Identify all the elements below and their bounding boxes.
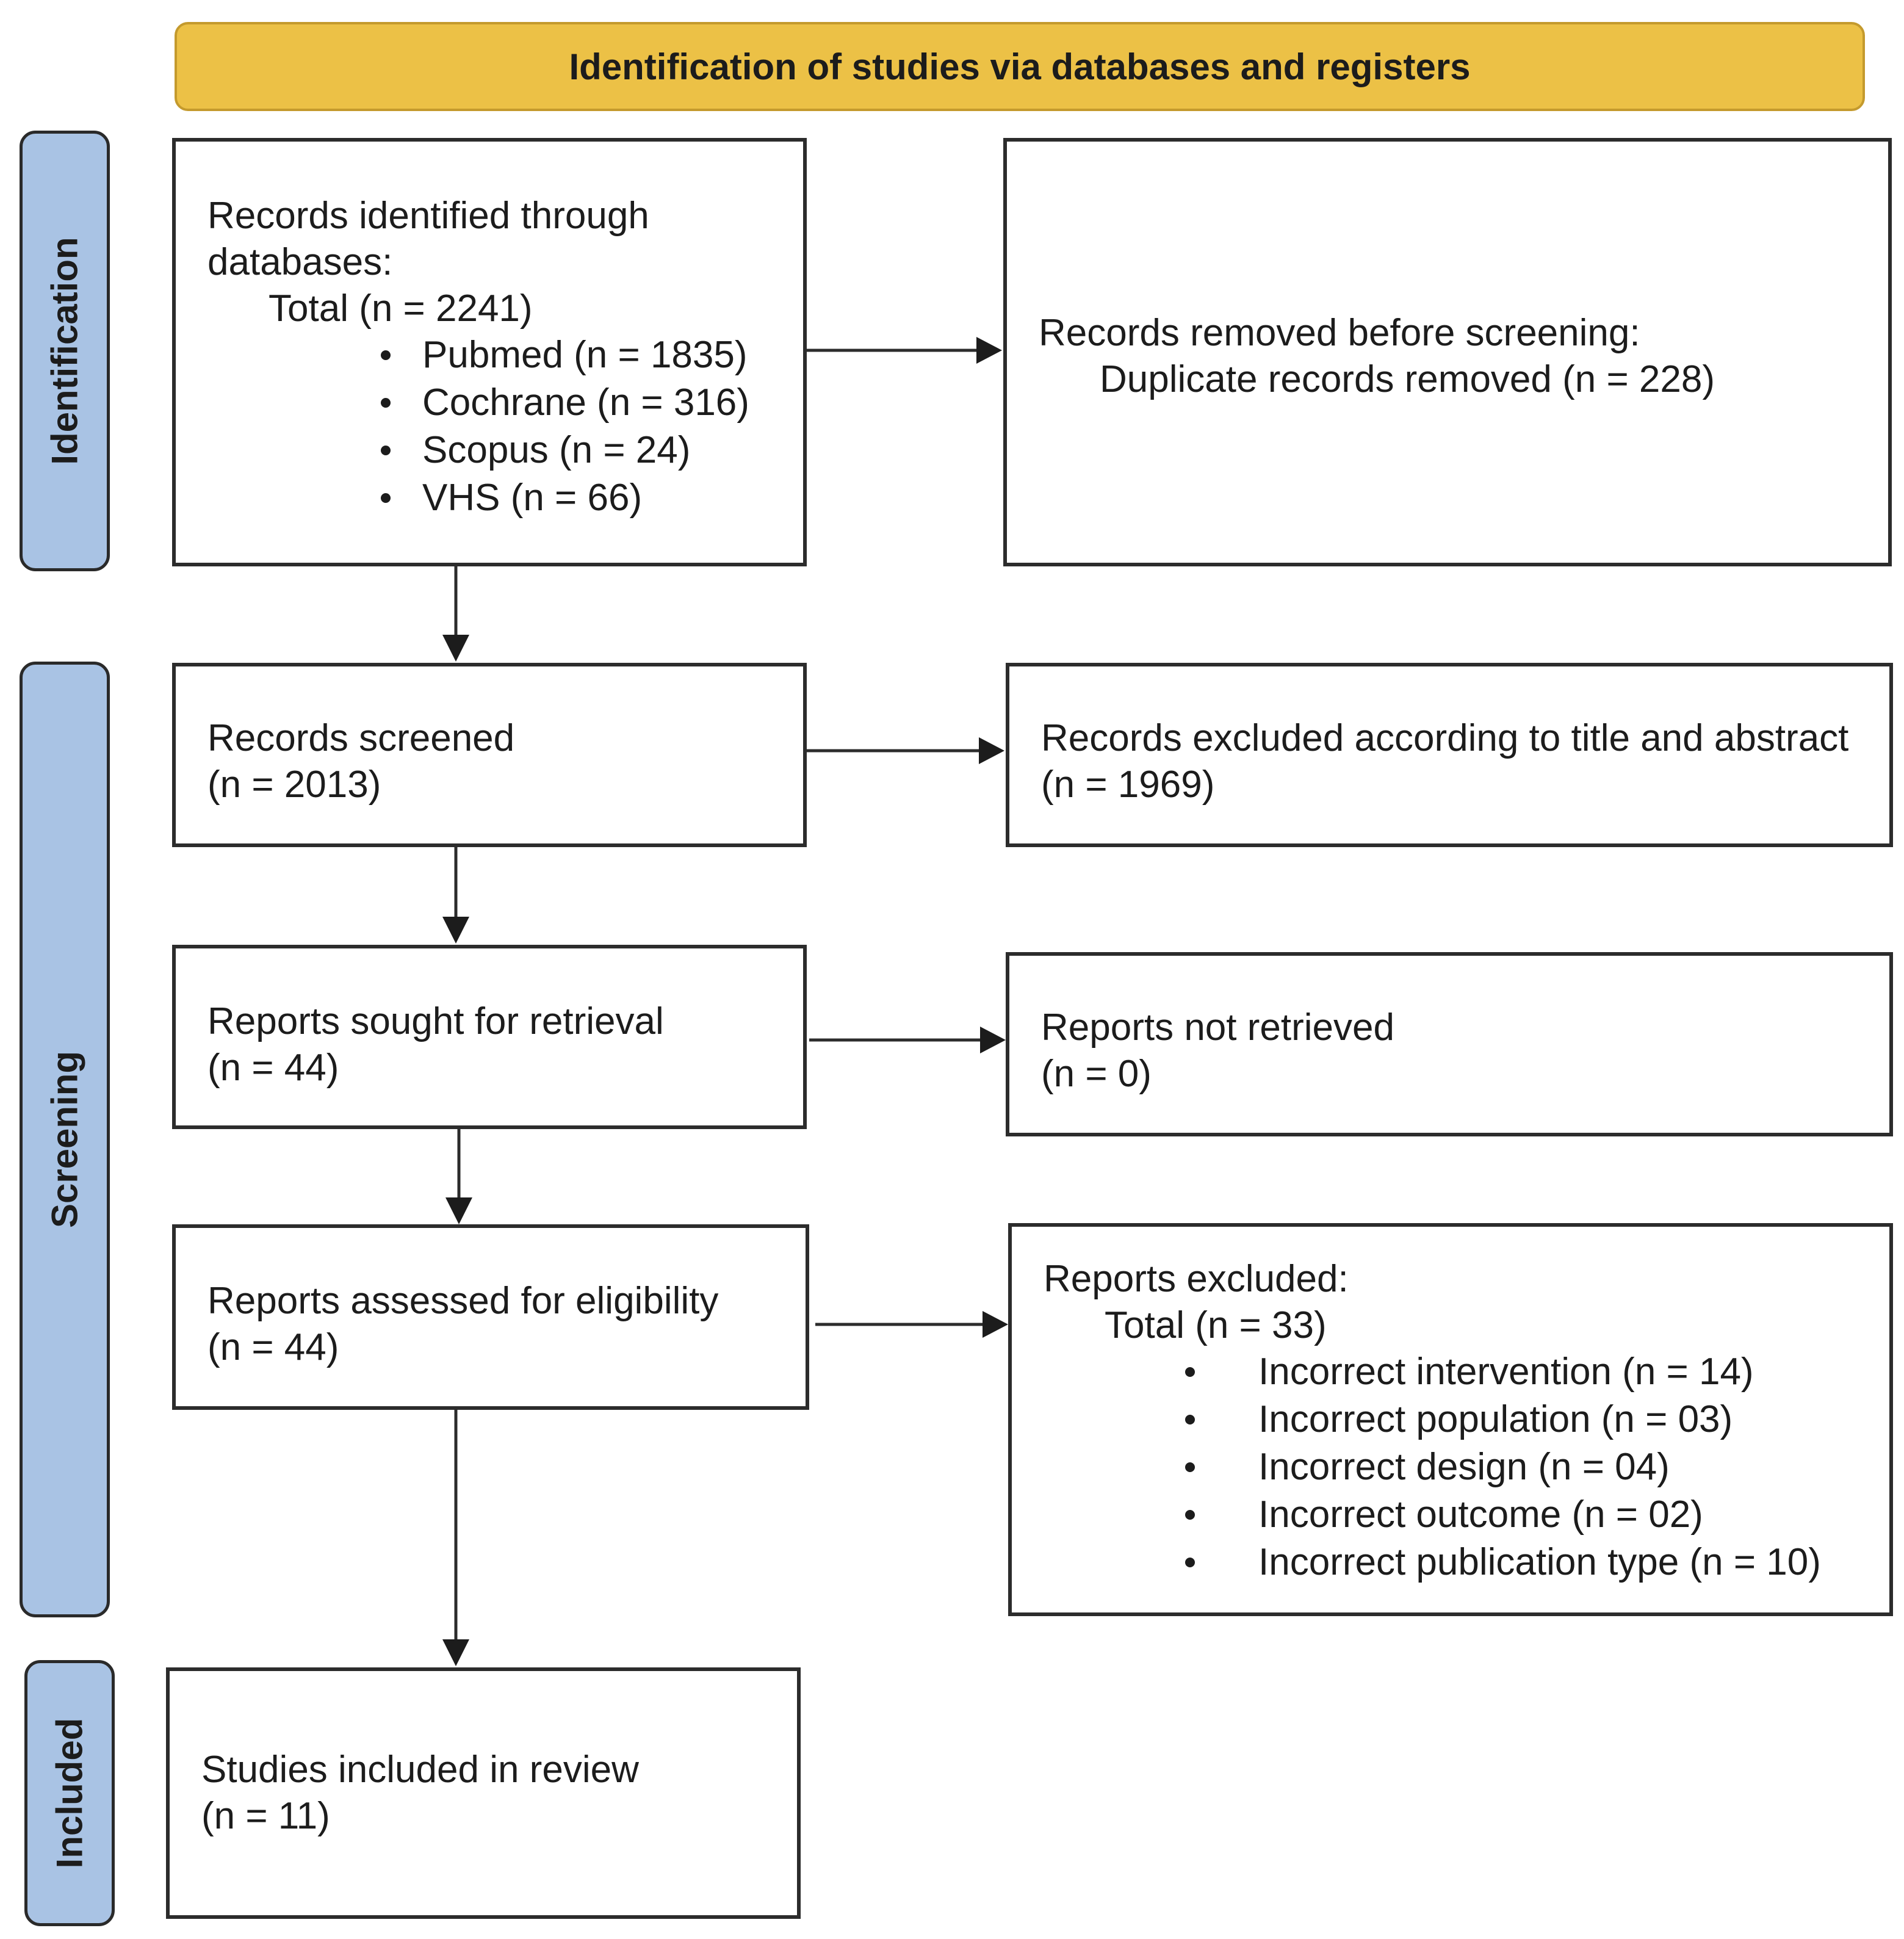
- bullet-icon: [1185, 1510, 1195, 1520]
- database-scopus: Scopus (n = 24): [422, 429, 691, 471]
- records-removed-title: Records removed before screening:: [1039, 312, 1640, 354]
- phase-identification: Identification: [20, 131, 110, 571]
- list-item: Incorrect design (n = 04): [1044, 1444, 1821, 1492]
- arrowhead-icon: [979, 737, 1004, 764]
- list-item: Scopus (n = 24): [207, 427, 749, 475]
- bullet-icon: [381, 350, 391, 360]
- exclusion-outcome: Incorrect outcome (n = 02): [1258, 1493, 1703, 1536]
- exclusion-publication-type: Incorrect publication type (n = 10): [1258, 1541, 1821, 1583]
- studies-included-box: Studies included in review (n = 11): [166, 1667, 801, 1919]
- list-item: Pubmed (n = 1835): [207, 332, 749, 380]
- identification-header: Identification of studies via databases …: [175, 22, 1865, 111]
- reports-assessed-label: Reports assessed for eligibility: [207, 1280, 719, 1322]
- reports-excluded-title: Reports excluded:: [1044, 1258, 1349, 1300]
- records-excluded-count: (n = 1969): [1041, 764, 1215, 806]
- arrowhead-icon: [976, 337, 1002, 364]
- records-removed-box: Records removed before screening: Duplic…: [1003, 138, 1892, 566]
- list-item: Incorrect publication type (n = 10): [1044, 1539, 1821, 1587]
- records-excluded-box: Records excluded according to title and …: [1006, 663, 1893, 847]
- reports-not-retrieved-count: (n = 0): [1041, 1053, 1152, 1095]
- list-item: Incorrect intervention (n = 14): [1044, 1349, 1821, 1396]
- list-item: VHS (n = 66): [207, 475, 749, 522]
- bullet-icon: [1185, 1462, 1195, 1472]
- arrowhead-icon: [980, 1027, 1006, 1053]
- duplicates-removed: Duplicate records removed (n = 228): [1100, 358, 1715, 400]
- list-item: Incorrect population (n = 03): [1044, 1396, 1821, 1444]
- bullet-icon: [1185, 1367, 1195, 1377]
- database-cochrane: Cochrane (n = 316): [422, 381, 749, 424]
- bullet-icon: [1185, 1558, 1195, 1567]
- arrowhead-icon: [442, 635, 469, 662]
- reports-sought-label: Reports sought for retrieval: [207, 1000, 664, 1042]
- bullet-icon: [381, 446, 391, 455]
- arrowhead-icon: [442, 1639, 469, 1666]
- records-excluded-label: Records excluded according to title and …: [1041, 717, 1849, 759]
- phase-included: Included: [24, 1660, 115, 1926]
- reports-assessed-box: Reports assessed for eligibility (n = 44…: [172, 1224, 809, 1410]
- arrowhead-icon: [445, 1197, 472, 1224]
- records-identified-title-line1: Records identified through: [207, 195, 649, 237]
- arrowhead-icon: [442, 917, 469, 944]
- records-screened-count: (n = 2013): [207, 764, 381, 806]
- exclusion-design: Incorrect design (n = 04): [1258, 1446, 1670, 1488]
- list-item: Cochrane (n = 316): [207, 380, 749, 427]
- bullet-icon: [381, 493, 391, 503]
- reports-not-retrieved-box: Reports not retrieved (n = 0): [1006, 952, 1893, 1136]
- list-item: Incorrect outcome (n = 02): [1044, 1492, 1821, 1539]
- reports-excluded-box: Reports excluded: Total (n = 33) Incorre…: [1008, 1223, 1893, 1616]
- database-vhs: VHS (n = 66): [422, 477, 643, 519]
- studies-included-count: (n = 11): [201, 1795, 330, 1837]
- records-identified-total: Total (n = 2241): [269, 287, 533, 330]
- reports-not-retrieved-label: Reports not retrieved: [1041, 1006, 1394, 1049]
- studies-included-label: Studies included in review: [201, 1749, 639, 1791]
- arrowhead-icon: [983, 1311, 1008, 1338]
- exclusion-population: Incorrect population (n = 03): [1258, 1398, 1733, 1440]
- bullet-icon: [381, 398, 391, 408]
- reports-assessed-count: (n = 44): [207, 1326, 339, 1368]
- phase-screening: Screening: [20, 662, 110, 1617]
- reports-sought-box: Reports sought for retrieval (n = 44): [172, 945, 807, 1129]
- records-identified-title-line2: databases:: [207, 241, 393, 283]
- reports-sought-count: (n = 44): [207, 1047, 339, 1089]
- reports-excluded-total: Total (n = 33): [1105, 1304, 1327, 1346]
- records-screened-label: Records screened: [207, 717, 515, 759]
- records-identified-box: Records identified through databases: To…: [172, 138, 807, 566]
- bullet-icon: [1185, 1415, 1195, 1424]
- exclusion-intervention: Incorrect intervention (n = 14): [1258, 1351, 1754, 1393]
- records-screened-box: Records screened (n = 2013): [172, 663, 807, 847]
- database-pubmed: Pubmed (n = 1835): [422, 334, 748, 376]
